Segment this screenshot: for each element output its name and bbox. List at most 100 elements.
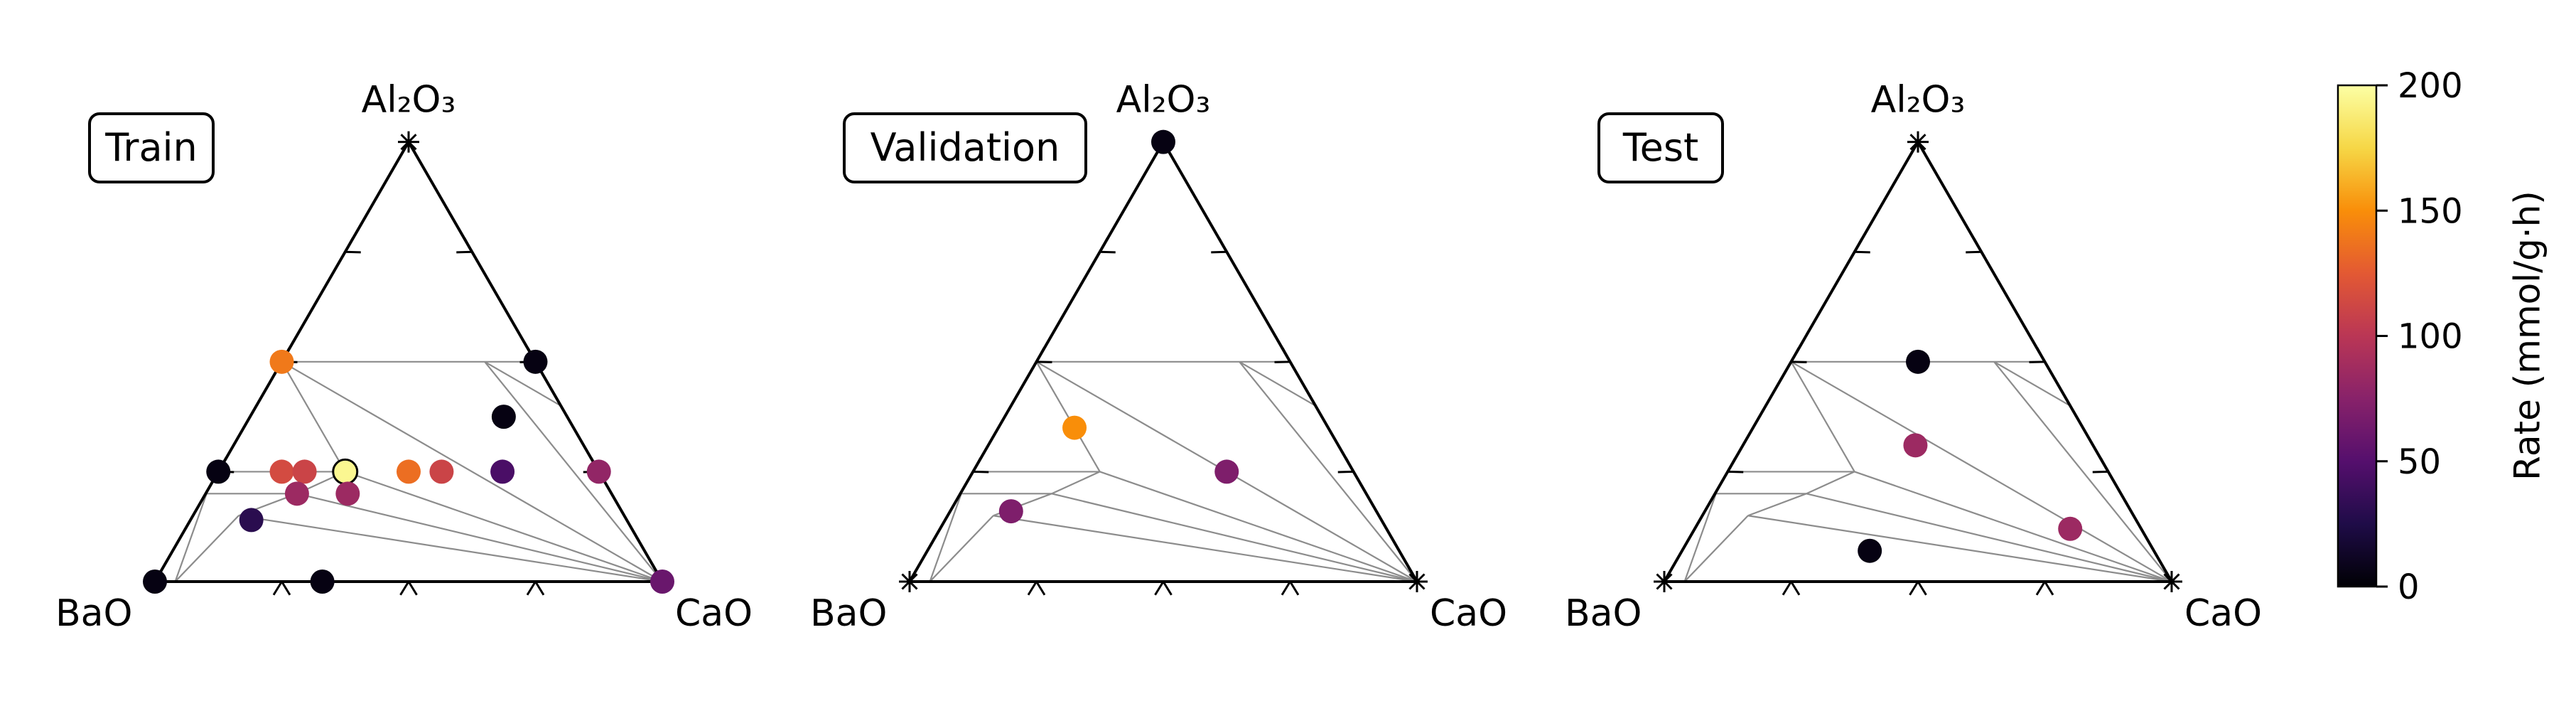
colorbar-tick-label: 50	[2398, 442, 2441, 482]
colorbar-tick-label: 100	[2398, 317, 2463, 357]
tie-line	[1806, 471, 1855, 495]
axis-tick	[1726, 457, 1744, 474]
colorbar-gradient	[2337, 84, 2378, 588]
panel-test: Al₂O₃ BaO CaO Test	[1565, 79, 2262, 635]
data-point	[269, 459, 294, 484]
axis-label-top: Al₂O₃	[362, 79, 456, 122]
tie-line	[1747, 493, 1807, 517]
data-point	[998, 499, 1023, 524]
colorbar-ticks: 0 50 100 150 200	[2376, 66, 2463, 607]
data-point	[1151, 129, 1175, 154]
tie-line	[281, 361, 346, 472]
colorbar: 0 50 100 150 200 Rate (mmol/g·h)	[2337, 66, 2548, 607]
data-point	[239, 508, 264, 533]
vertex-marker	[1907, 131, 1929, 153]
colorbar-tick-label: 0	[2398, 567, 2420, 607]
tie-line	[484, 360, 561, 407]
data-point	[490, 459, 515, 484]
axis-tick	[526, 581, 545, 596]
colorbar-label: Rate (mmol/g·h)	[2507, 191, 2548, 481]
tie-line	[1747, 515, 2172, 583]
data-point	[429, 459, 454, 484]
tie-line	[238, 515, 663, 583]
panel-title: Test	[1622, 125, 1698, 170]
panel-title: Validation	[871, 125, 1060, 170]
vertex-marker	[2161, 571, 2182, 592]
tie-line	[281, 360, 663, 582]
panel-title-box	[1597, 112, 1724, 183]
axis-label-left: BaO	[810, 592, 887, 635]
axis-tick	[1035, 347, 1052, 363]
axis-tick	[1966, 237, 1983, 254]
axis-tick	[1337, 457, 1355, 474]
axis-label-top: Al₂O₃	[1871, 79, 1966, 122]
axis-tick	[1790, 347, 1807, 363]
axis-tick	[1782, 581, 1801, 596]
tie-line	[174, 515, 239, 582]
axis-tick	[399, 581, 418, 596]
tie-line	[1035, 361, 1101, 472]
data-point	[335, 481, 360, 506]
data-point	[2058, 516, 2083, 541]
data-point	[1214, 459, 1239, 484]
tie-line	[1854, 471, 2172, 583]
data-point	[143, 570, 167, 594]
axis-tick	[1274, 347, 1291, 363]
data-point	[206, 459, 231, 484]
vertex-marker	[1654, 571, 1675, 592]
tie-line	[993, 515, 1418, 583]
data-point	[269, 349, 294, 374]
data-point	[332, 458, 359, 485]
tie-line	[929, 488, 964, 582]
axis-label-right: CaO	[2184, 592, 2262, 635]
data-point	[310, 570, 335, 594]
tie-line	[1239, 361, 1418, 582]
tie-line	[929, 515, 994, 582]
tie-line	[1051, 471, 1101, 495]
tie-line	[1099, 471, 1418, 583]
axis-tick	[1099, 237, 1116, 254]
axis-tick	[2035, 581, 2054, 596]
axis-label-left: BaO	[55, 592, 132, 635]
colorbar-tick-label: 150	[2398, 191, 2463, 231]
data-point	[1062, 415, 1087, 440]
tie-line	[1993, 361, 2172, 582]
tie-line	[1051, 493, 1418, 583]
data-point	[284, 481, 309, 506]
axis-tick	[1154, 581, 1173, 596]
tie-line	[1683, 488, 1719, 582]
axis-tick	[344, 237, 361, 254]
axis-label-top: Al₂O₃	[1116, 79, 1211, 122]
axis-label-right: CaO	[675, 592, 753, 635]
axis-tick	[2092, 457, 2110, 474]
panel-validation: Al₂O₃ BaO CaO Validation	[810, 79, 1507, 635]
data-point	[292, 459, 317, 484]
vertex-marker	[899, 571, 920, 592]
panel-train: Al₂O₃ BaO CaO Train	[55, 79, 753, 635]
data-point	[491, 405, 516, 429]
data-point	[397, 459, 421, 484]
axis-tick	[1853, 237, 1870, 254]
vertex-marker	[398, 131, 419, 153]
axis-label-right: CaO	[1430, 592, 1507, 635]
tie-line	[484, 361, 663, 582]
data-point	[1858, 538, 1882, 563]
tie-line	[1790, 361, 1855, 472]
panel-title-box	[843, 112, 1087, 183]
axis-tick	[1027, 581, 1046, 596]
axis-tick	[2029, 347, 2046, 363]
panel-title: Train	[104, 125, 198, 170]
tie-line	[174, 488, 210, 582]
tie-line	[345, 471, 663, 583]
axis-label-left: BaO	[1565, 592, 1642, 635]
axis-tick	[272, 581, 291, 596]
colorbar-tick-label: 200	[2398, 66, 2463, 106]
tie-line	[1683, 515, 1749, 582]
panel-title-box	[88, 112, 215, 183]
axis-tick	[971, 457, 989, 474]
axis-tick	[1211, 237, 1228, 254]
data-point	[1903, 433, 1928, 458]
data-point	[1906, 349, 1930, 374]
tie-line	[1239, 360, 1316, 407]
